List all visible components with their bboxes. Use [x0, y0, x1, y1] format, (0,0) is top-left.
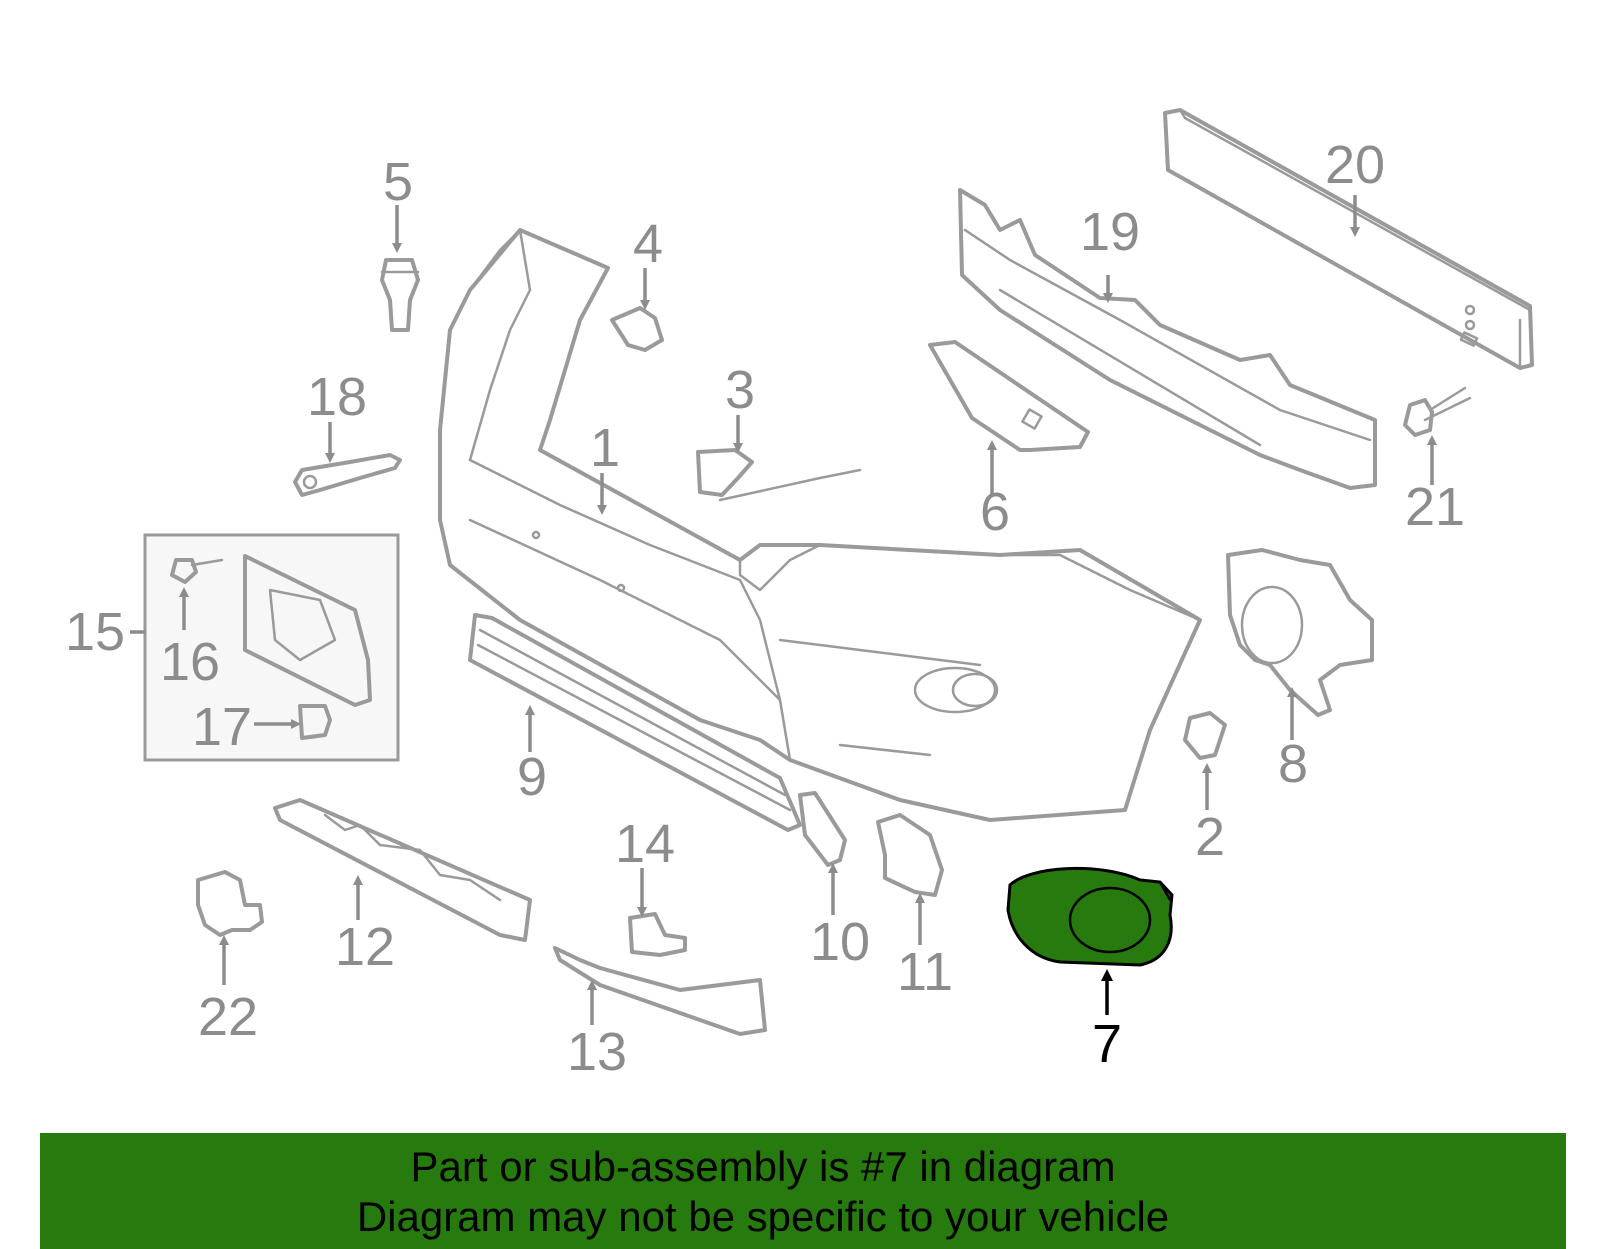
part-13-lower-spoiler[interactable]	[553, 946, 767, 1036]
callout-18: 18	[307, 367, 367, 427]
part-2-clip[interactable]	[1183, 711, 1227, 760]
callout-10: 10	[810, 912, 870, 972]
part-6-bracket[interactable]	[928, 340, 1090, 452]
info-banner: Part or sub-assembly is #7 in diagram Di…	[40, 1133, 1566, 1249]
part-3-bracket[interactable]	[696, 448, 754, 497]
callout-14: 14	[615, 814, 675, 874]
callout-9: 9	[517, 747, 547, 807]
callout-labels: 5 4 3 1 18 6 19 20 21 15 16 17 8 2 9 10 …	[65, 135, 1465, 1082]
part-20-reinforcement[interactable]	[1163, 108, 1534, 370]
callout-15: 15	[65, 602, 125, 662]
callout-17: 17	[192, 697, 252, 757]
part-9-lower-grille[interactable]	[468, 613, 802, 832]
callout-5: 5	[383, 152, 413, 212]
callout-11: 11	[897, 942, 953, 1002]
part-14-bracket[interactable]	[628, 912, 687, 957]
callout-3: 3	[725, 360, 755, 420]
part-19-absorber[interactable]	[958, 188, 1377, 490]
part-12-lower-absorber[interactable]	[273, 798, 532, 942]
part-21-bolt[interactable]	[1403, 386, 1472, 437]
part-1-bumper-cover[interactable]	[438, 228, 1202, 822]
callout-6: 6	[980, 482, 1010, 542]
banner-line-disclaimer: Diagram may not be specific to your vehi…	[356, 1193, 1170, 1240]
callout-7-highlighted: 7	[1092, 1014, 1122, 1074]
callout-2: 2	[1195, 807, 1225, 867]
part-5-clip[interactable]	[380, 258, 420, 332]
callout-21: 21	[1405, 477, 1465, 537]
callout-13: 13	[567, 1022, 627, 1082]
part-18-tow-hook[interactable]	[293, 453, 402, 497]
leader-lines	[130, 195, 1437, 1025]
part-22-sensor[interactable]	[196, 870, 264, 937]
callout-20: 20	[1325, 135, 1385, 195]
part-10-cover[interactable]	[798, 791, 847, 867]
callout-22: 22	[198, 987, 258, 1047]
callout-1: 1	[590, 418, 620, 478]
part-7-fog-lamp[interactable]	[1006, 866, 1174, 967]
callout-4: 4	[633, 214, 663, 274]
callout-19: 19	[1080, 202, 1140, 262]
banner-line-part-number: Part or sub-assembly is #7 in diagram	[410, 1143, 1116, 1190]
part-11-cover[interactable]	[876, 813, 944, 897]
callout-12: 12	[335, 917, 395, 977]
callout-16: 16	[160, 632, 220, 692]
callout-8: 8	[1278, 734, 1308, 794]
part-8-fog-bracket[interactable]	[1226, 548, 1374, 717]
part-4-retainer[interactable]	[610, 306, 664, 352]
